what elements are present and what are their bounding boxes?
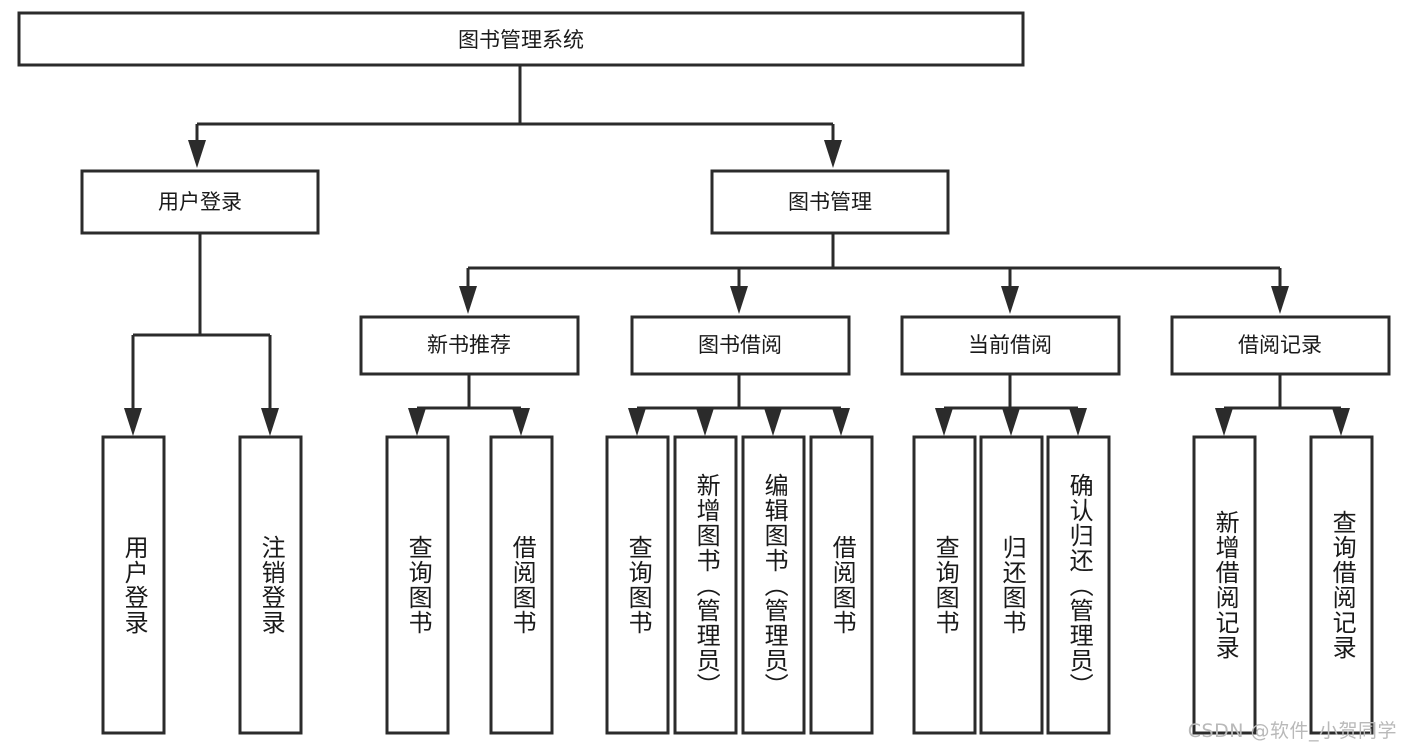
connector-group-new-book-recommend	[408, 374, 530, 436]
connector-group-borrow-record	[1215, 374, 1350, 436]
arrow-head-leaf-add-record	[1215, 408, 1233, 436]
node-book-manage-label: 图书管理	[788, 190, 872, 214]
node-leaf-user-login-box[interactable]	[101, 435, 166, 735]
arrow-head-leaf-borrow-book-1	[512, 408, 530, 436]
node-book-borrow-label: 图书借阅	[698, 333, 782, 357]
node-leaf-add-book-box[interactable]	[673, 435, 738, 735]
connector-group-current-borrow	[935, 374, 1087, 436]
arrow-head-book-borrow	[730, 286, 748, 314]
node-user-login[interactable]: 用户登录	[80, 169, 320, 235]
arrow-head-current-borrow	[1001, 286, 1019, 314]
arrow-head-leaf-confirm-return	[1069, 408, 1087, 436]
arrow-head-user-login	[188, 140, 206, 168]
arrow-head-borrow-record	[1271, 286, 1289, 314]
node-current-borrow[interactable]: 当前借阅	[900, 315, 1121, 376]
node-leaf-return-book-box[interactable]	[979, 435, 1044, 735]
arrow-head-leaf-user-logout	[261, 408, 279, 436]
node-user-login-label: 用户登录	[158, 190, 242, 214]
node-borrow-record[interactable]: 借阅记录	[1170, 315, 1391, 376]
node-root-box[interactable]	[17, 11, 1025, 67]
arrow-head-leaf-query-book-3	[935, 408, 953, 436]
arrow-head-leaf-borrow-book-2	[832, 408, 850, 436]
connector-group-user-login	[124, 233, 279, 436]
node-leaf-query-book-1-box[interactable]	[385, 435, 450, 735]
node-leaf-query-book-3-box[interactable]	[912, 435, 977, 735]
arrow-head-leaf-query-book-2	[628, 408, 646, 436]
node-book-borrow-box[interactable]	[630, 315, 851, 376]
arrow-head-leaf-add-book	[696, 408, 714, 436]
arrow-head-leaf-query-record	[1332, 408, 1350, 436]
node-root-label: 图书管理系统	[458, 28, 584, 52]
arrow-head-leaf-return-book	[1002, 408, 1020, 436]
node-borrow-record-label: 借阅记录	[1238, 333, 1322, 357]
node-leaf-add-record-box[interactable]	[1192, 435, 1257, 735]
node-user-login-box[interactable]	[80, 169, 320, 235]
node-book-manage-box[interactable]	[710, 169, 950, 235]
connector-group-book-manage	[459, 233, 1289, 314]
node-new-book-recommend-label: 新书推荐	[427, 333, 511, 357]
node-new-book-recommend-box[interactable]	[359, 315, 580, 376]
arrow-head-leaf-query-book-1	[408, 408, 426, 436]
node-root[interactable]: 图书管理系统	[17, 11, 1025, 67]
node-book-manage[interactable]: 图书管理	[710, 169, 950, 235]
node-new-book-recommend[interactable]: 新书推荐	[359, 315, 580, 376]
node-leaf-query-book-2-box[interactable]	[605, 435, 670, 735]
node-borrow-record-box[interactable]	[1170, 315, 1391, 376]
node-leaf-confirm-return-box[interactable]	[1046, 435, 1111, 735]
node-current-borrow-box[interactable]	[900, 315, 1121, 376]
node-leaf-query-record-box[interactable]	[1309, 435, 1374, 735]
node-leaf-edit-book-box[interactable]	[741, 435, 806, 735]
arrow-head-leaf-edit-book	[764, 408, 782, 436]
node-leaf-borrow-book-1-box[interactable]	[489, 435, 554, 735]
node-book-borrow[interactable]: 图书借阅	[630, 315, 851, 376]
connector-group-root	[188, 66, 842, 168]
arrow-head-leaf-user-login	[124, 408, 142, 436]
connector-group-book-borrow	[628, 374, 850, 436]
node-leaf-borrow-book-2-box[interactable]	[809, 435, 874, 735]
arrow-head-book-manage	[824, 140, 842, 168]
node-current-borrow-label: 当前借阅	[968, 333, 1052, 357]
csdn-watermark: CSDN @软件_小贺同学	[1187, 720, 1397, 742]
node-leaf-user-logout-box[interactable]	[238, 435, 303, 735]
arrow-head-new-book-recommend	[459, 286, 477, 314]
leaf-boxes	[101, 435, 1374, 735]
